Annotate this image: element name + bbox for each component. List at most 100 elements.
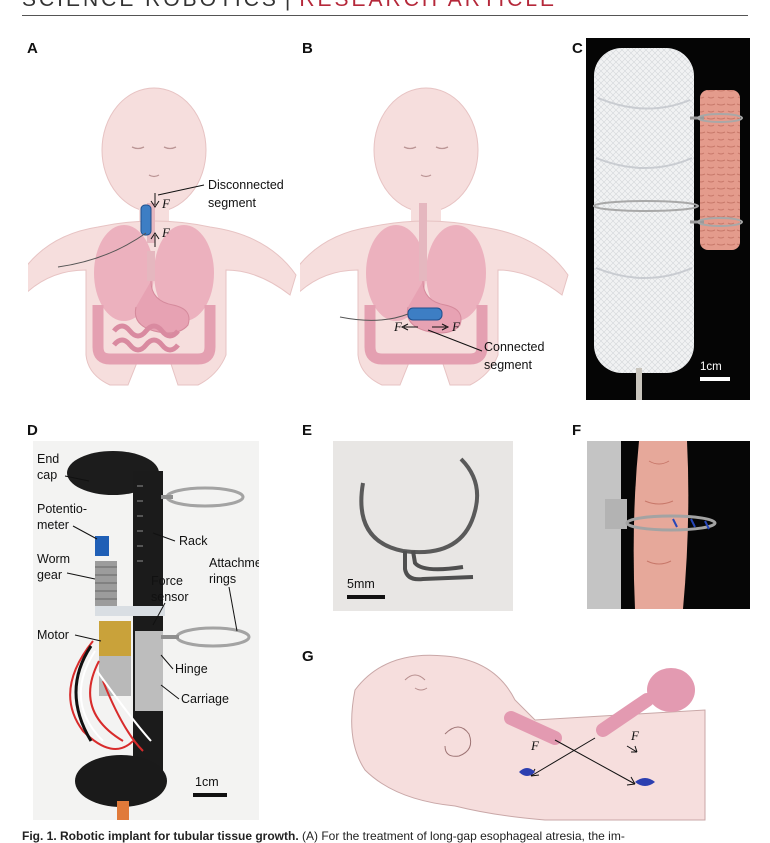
tube	[636, 368, 642, 400]
disconnected-label-line1: Disconnected	[208, 178, 284, 192]
ring-clip	[403, 550, 474, 582]
panel-f-photo	[587, 441, 750, 609]
scale-label-d: 1cm	[195, 775, 219, 789]
panel-label-a: A	[27, 40, 38, 57]
large-intestine	[364, 305, 488, 365]
ring-hinges	[161, 495, 179, 639]
label-end-cap-2: cap	[37, 468, 57, 482]
panel-g-illustration: F F	[351, 654, 706, 821]
article-section: RESEARCH ARTICLE	[299, 0, 557, 11]
disconnected-label-line2: segment	[208, 196, 256, 210]
journal-header: SCIENCE ROBOTICS|RESEARCH ARTICLE	[22, 0, 557, 12]
label-motor: Motor	[37, 628, 69, 642]
force-label-right: F	[451, 319, 461, 334]
leader-force-sensor	[152, 602, 166, 626]
wires-red	[69, 640, 144, 752]
rack-teeth	[137, 485, 143, 562]
figure-caption: Fig. 1. Robotic implant for tubular tiss…	[22, 829, 752, 843]
photo-background	[333, 441, 513, 611]
esophagus	[419, 203, 427, 281]
eyes	[131, 146, 177, 150]
force-label-right: F	[630, 728, 640, 743]
infant-profile	[351, 654, 706, 821]
suture-2	[635, 778, 655, 786]
journal-name: SCIENCE ROBOTICS	[22, 0, 279, 11]
device-cable	[339, 313, 409, 321]
end-cap-bottom	[75, 755, 167, 807]
leader-hinge	[160, 654, 174, 670]
caption-text: (A) For the treatment of long-gap esopha…	[298, 829, 625, 843]
leader-potentiometer	[72, 525, 98, 540]
bottom-cable	[117, 801, 129, 820]
suture-1	[519, 768, 535, 776]
leader-connected	[427, 329, 483, 352]
force-arrow-right	[432, 323, 450, 331]
potentiometer-part	[95, 536, 109, 556]
panel-label-g: G	[302, 648, 314, 665]
device-frame	[133, 471, 163, 781]
sutures	[672, 518, 710, 530]
lower-esophagus	[147, 251, 155, 281]
panel-a-illustration: F F Disconnected segment	[28, 87, 297, 386]
connected-label-line1: Connected	[484, 340, 545, 354]
label-attachment-rings-2: rings	[209, 572, 236, 586]
force-arrow	[626, 745, 638, 753]
carriage-part	[135, 631, 163, 711]
device-arm	[605, 499, 627, 529]
label-carriage: Carriage	[181, 692, 229, 706]
stomach	[647, 668, 695, 712]
worm-gear-threads	[95, 566, 117, 600]
wires-white	[79, 650, 152, 742]
force-label-left: F	[530, 738, 540, 753]
large-intestine	[92, 305, 216, 365]
left-lung	[94, 225, 154, 321]
label-worm-gear-1: Worm	[37, 552, 70, 566]
ear	[444, 726, 472, 757]
lower-esophagus	[596, 693, 654, 737]
panel-b-illustration: F F Connected segment	[300, 87, 569, 386]
panel-label-c: C	[572, 40, 583, 57]
tissue	[633, 441, 689, 609]
face-features	[404, 674, 428, 691]
panel-label-b: B	[302, 40, 313, 57]
leader-worm-gear	[66, 572, 96, 580]
mesh-folds	[595, 97, 693, 279]
attachment-ring	[625, 514, 717, 532]
force-arrow-up	[150, 232, 160, 247]
force-arrow-down	[150, 193, 160, 208]
connected-label-line2: segment	[484, 358, 532, 372]
label-force-sensor-1: Force	[151, 574, 183, 588]
scale-bar-c	[700, 377, 730, 381]
ring-bottom	[697, 217, 743, 227]
upper-esophagus	[504, 711, 562, 745]
traction-line-1	[530, 737, 596, 777]
label-attachment-rings-1: Attachment	[209, 556, 259, 570]
wires-black	[74, 645, 93, 742]
right-lung	[426, 225, 486, 321]
sensor-plate	[95, 606, 165, 616]
traction-line-2	[554, 739, 636, 785]
label-potentiometer-1: Potentio-	[37, 502, 87, 516]
worm-gear-part	[95, 561, 117, 609]
device-cable	[57, 232, 147, 268]
panel-label-d: D	[27, 422, 38, 439]
panel-e-photo: 5mm	[333, 441, 513, 611]
attachment-ring	[359, 457, 480, 555]
scale-bar-d	[193, 793, 227, 797]
label-rack: Rack	[179, 534, 208, 548]
caption-title: Fig. 1. Robotic implant for tubular tiss…	[22, 829, 299, 843]
eyes	[403, 146, 449, 150]
label-end-cap-1: End	[37, 452, 59, 466]
leader-motor	[74, 634, 102, 642]
scale-label-e: 5mm	[347, 577, 375, 591]
small-intestine	[112, 323, 180, 353]
ring-middle	[593, 200, 699, 212]
force-label-left: F	[393, 319, 403, 334]
leader-end-cap	[64, 475, 90, 482]
leader-disconnected	[157, 184, 205, 196]
leader-rack	[152, 532, 176, 542]
mouth	[148, 174, 160, 178]
leader-carriage	[160, 684, 180, 700]
force-label-top: F	[161, 196, 171, 211]
leader-attachment-rings	[228, 586, 238, 632]
